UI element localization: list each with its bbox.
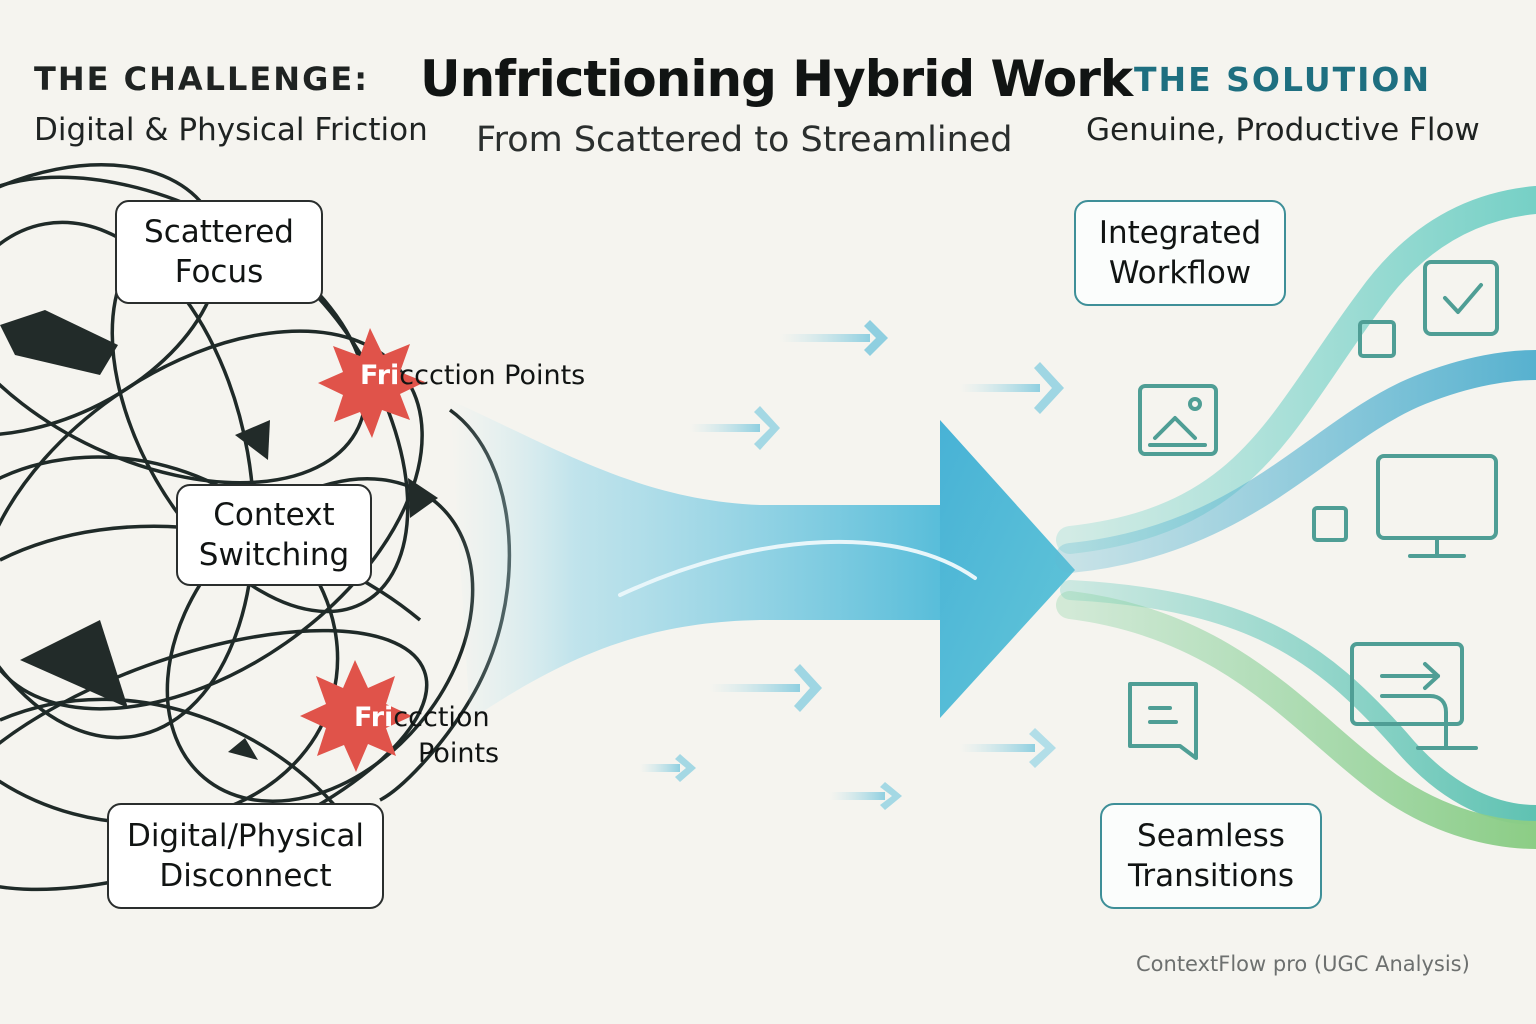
friction-label-top-rest: ccction Points [399, 360, 586, 391]
friction-burst-bottom [300, 660, 412, 772]
funnel-flow [450, 400, 950, 720]
context-switching-box: Context Switching [176, 484, 372, 586]
checkbox-icon [1423, 260, 1499, 336]
context-switching-label: Context Switching [198, 497, 350, 573]
challenge-subtitle: Digital & Physical Friction [34, 112, 428, 148]
integrated-workflow-label: Integrated Workflow [1098, 215, 1262, 291]
small-arrows [640, 320, 1064, 810]
friction-label-bottom-rest: ccction [393, 702, 490, 733]
friction-label-top: Friccction Points [360, 360, 585, 391]
seamless-transitions-label: Seamless Transitions [1127, 818, 1295, 894]
digital-physical-box: Digital/Physical Disconnect [107, 803, 384, 909]
friction-burst-top [318, 328, 425, 438]
square-icon-small [1312, 506, 1348, 542]
digital-physical-label: Digital/Physical Disconnect [126, 818, 365, 894]
main-subtitle: From Scattered to Streamlined [476, 120, 1013, 160]
seamless-transitions-box: Seamless Transitions [1100, 803, 1322, 909]
square-icon [1358, 320, 1396, 358]
friction-label-bottom-points: Points [418, 738, 500, 769]
footer-credit: ContextFlow pro (UGC Analysis) [1136, 952, 1470, 976]
main-title: Unfrictioning Hybrid Work [420, 50, 1133, 108]
scattered-arrowheads [0, 310, 438, 760]
solution-subtitle: Genuine, Productive Flow [1086, 112, 1480, 148]
scattered-focus-box: Scattered Focus [115, 200, 323, 304]
challenge-title: THE CHALLENGE: [34, 60, 369, 98]
friction-label-top-red: Fri [360, 360, 400, 391]
monitor-icon [1376, 454, 1498, 558]
image-icon [1138, 384, 1218, 456]
integrated-workflow-box: Integrated Workflow [1074, 200, 1286, 306]
friction-label-bottom-red: Fri [354, 702, 394, 733]
scattered-focus-label: Scattered Focus [144, 214, 294, 290]
flow-streams [1055, 186, 1536, 849]
chat-icon [1128, 682, 1198, 760]
transfer-screen-icon [1350, 642, 1478, 750]
friction-label-bottom: Friccction [354, 702, 490, 733]
solution-title: THE SOLUTION [1134, 60, 1432, 99]
big-arrow-head [940, 420, 1075, 718]
